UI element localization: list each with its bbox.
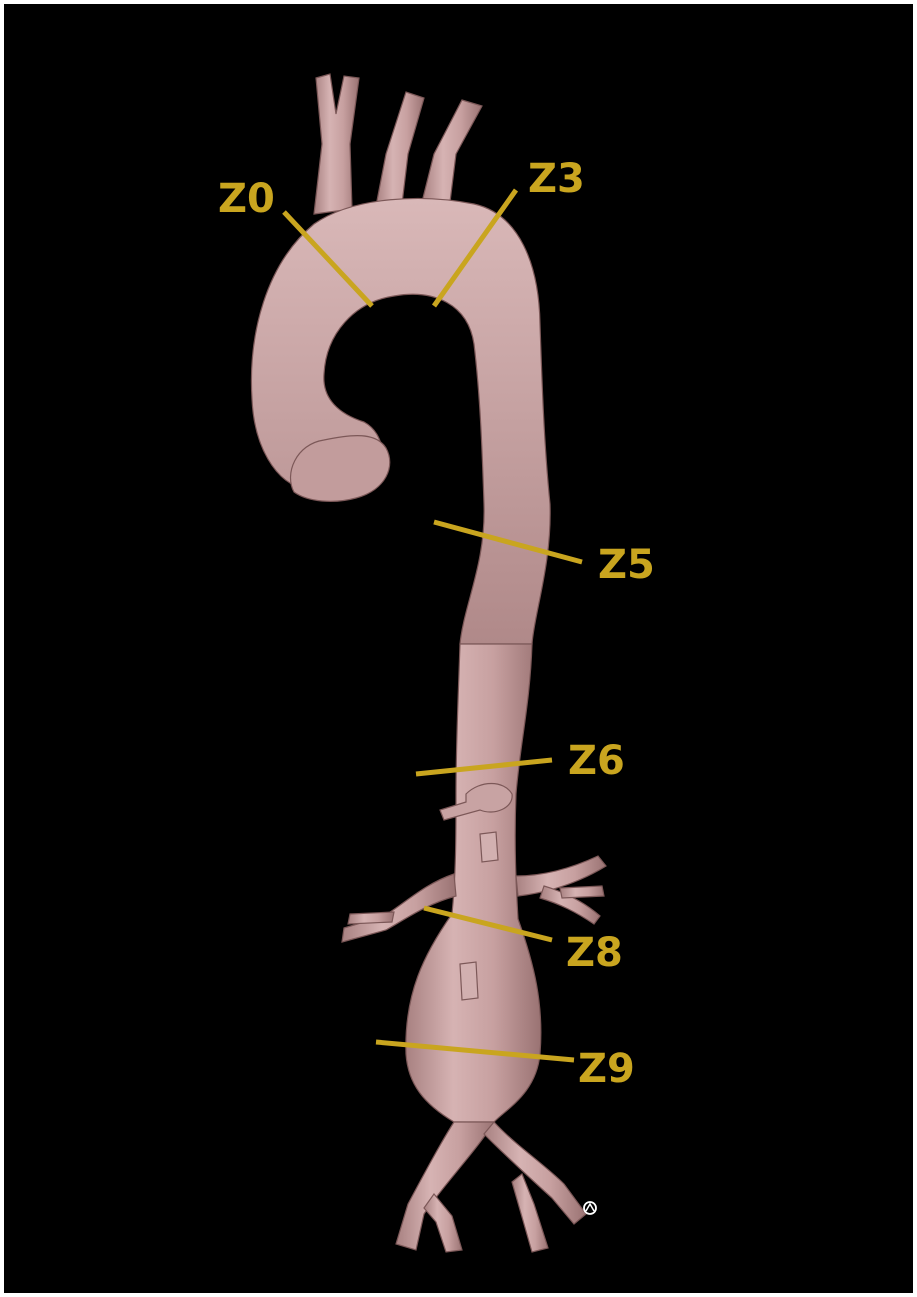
aorta-zone-diagram: Z0 Z3 Z5 Z6 Z8 Z9 (4, 4, 913, 1293)
illustration-frame: Z0 Z3 Z5 Z6 Z8 Z9 (4, 4, 913, 1293)
zone-label-z0: Z0 (218, 176, 275, 222)
zone-label-z9: Z9 (578, 1046, 635, 1092)
zone-label-z5: Z5 (598, 542, 655, 588)
right-renal-branch-2 (560, 886, 604, 898)
zone-label-z8: Z8 (566, 930, 623, 976)
superior-mesenteric-stump (480, 832, 498, 862)
inferior-mesenteric-stump (460, 962, 478, 1000)
zone-label-z6: Z6 (568, 738, 625, 784)
zone-label-z3: Z3 (528, 156, 585, 202)
left-renal-branch (348, 912, 394, 924)
